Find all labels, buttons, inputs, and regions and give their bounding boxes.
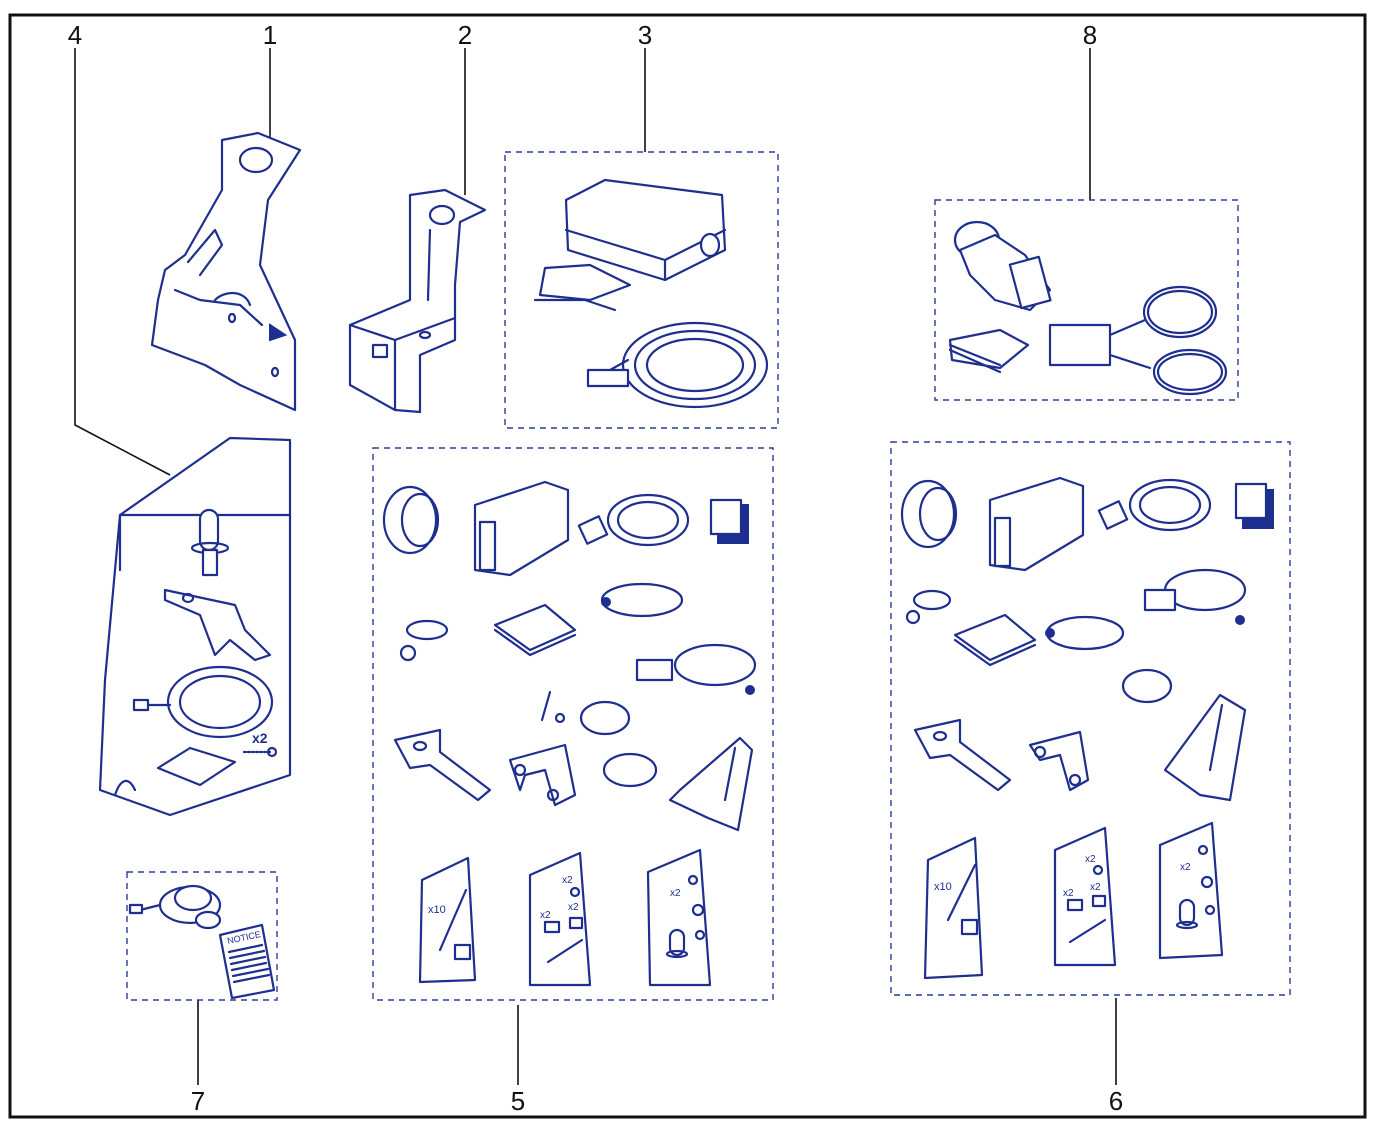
qty-label-6b-3: x2	[1090, 882, 1101, 893]
group-box-5	[372, 447, 774, 1001]
kit-3-illustration	[533, 178, 769, 409]
mini-bag-6c: x2	[1158, 821, 1224, 960]
mini-bag-6b: x2 x2 x2	[1053, 826, 1117, 967]
qty-label-5a: x10	[428, 904, 446, 916]
qty-label-6c: x2	[1180, 862, 1191, 873]
qty-label-6b-1: x2	[1085, 854, 1096, 865]
leader-lines	[74, 48, 1117, 1085]
bracket-1-illustration	[150, 131, 302, 412]
mini-bag-6a: x10	[923, 836, 984, 980]
group-box-8	[934, 199, 1239, 401]
kit-5-illustration: x10 x2 x2 x2 x2	[382, 480, 757, 987]
callout-4: 4	[67, 20, 83, 50]
group-box-6	[890, 441, 1291, 996]
qty-label-5b-2: x2	[540, 910, 551, 921]
bracket-2-illustration	[348, 188, 487, 414]
callout-7: 7	[190, 1086, 206, 1116]
callout-6: 6	[1108, 1086, 1124, 1116]
mini-bag-5b: x2 x2 x2	[528, 851, 592, 987]
leader-4	[74, 48, 171, 476]
mini-bag-5a: x10	[418, 856, 477, 984]
callout-2: 2	[457, 20, 473, 50]
qty-label-5b-1: x2	[562, 875, 573, 886]
callout-8: 8	[1082, 20, 1098, 50]
kit-8-illustration	[948, 220, 1228, 396]
qty-label-6a: x10	[934, 881, 952, 893]
qty-label-bag4: x2	[252, 730, 268, 746]
qty-label-5c: x2	[670, 888, 681, 899]
outer-frame	[8, 13, 1367, 1119]
group-box-7	[126, 871, 278, 1001]
kit-6-illustration: x10 x2 x2 x2 x2	[900, 476, 1274, 980]
mini-bag-5c: x2	[646, 848, 712, 987]
callout-5: 5	[510, 1086, 526, 1116]
qty-label-6b-2: x2	[1063, 888, 1074, 899]
kit-7-illustration: NOTICE	[128, 884, 276, 1000]
group-box-3	[504, 151, 779, 429]
qty-label-5b-3: x2	[568, 902, 579, 913]
bag-4-illustration: x2	[98, 436, 292, 817]
callout-1: 1	[262, 20, 278, 50]
callout-3: 3	[637, 20, 653, 50]
